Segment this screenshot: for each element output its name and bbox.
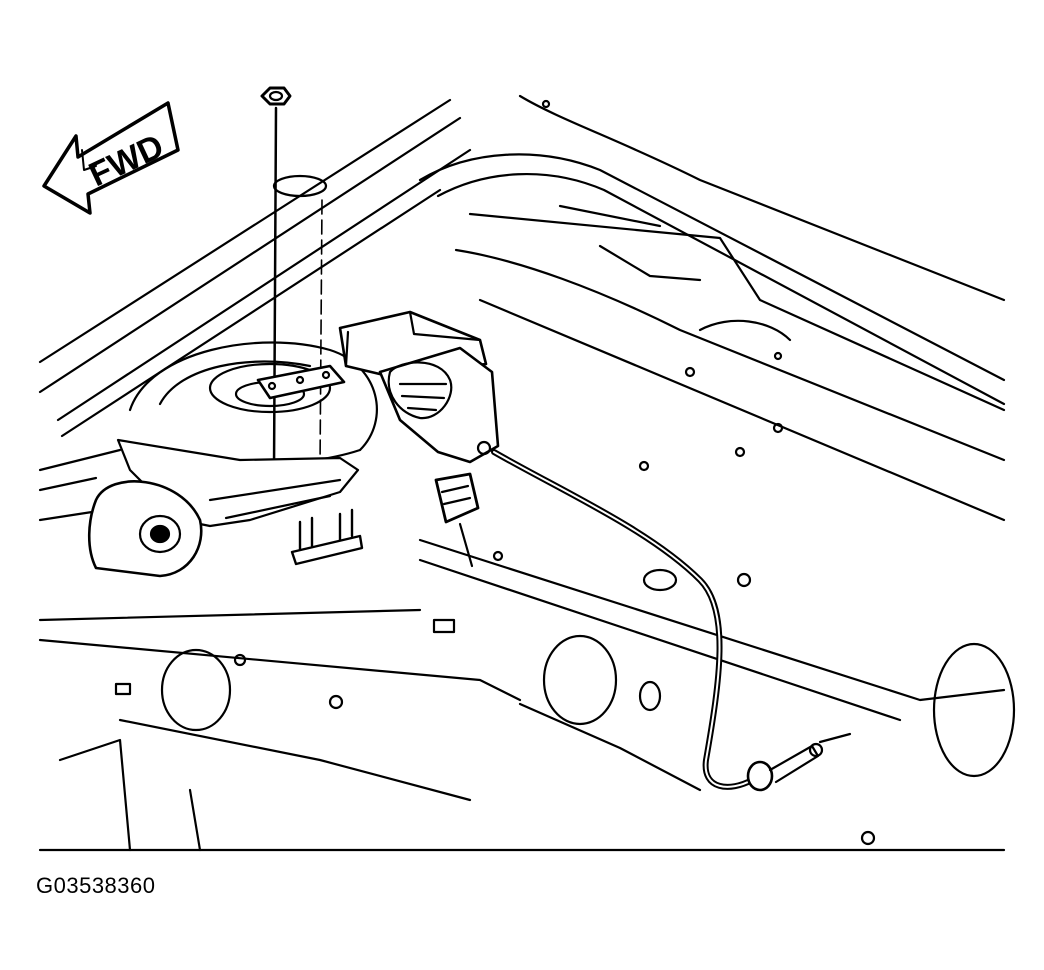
stud-alignment-lines — [272, 106, 328, 472]
fender-outline — [38, 98, 472, 522]
sensor-cable — [491, 449, 755, 790]
cowl-panel — [418, 94, 1006, 522]
figure-id-label: G03538360 — [36, 873, 156, 898]
forward-direction-arrow-icon: FWD — [42, 101, 180, 215]
fastener-marks — [492, 99, 784, 562]
u-bolt — [290, 508, 364, 566]
sensor-grommet — [736, 572, 852, 792]
actuator-module — [378, 346, 500, 464]
electrical-connector — [434, 472, 480, 568]
strut-tower — [128, 341, 378, 466]
firewall-panel — [38, 538, 1016, 852]
retaining-nut-icon — [260, 86, 292, 106]
lower-mount-assembly — [87, 438, 360, 578]
